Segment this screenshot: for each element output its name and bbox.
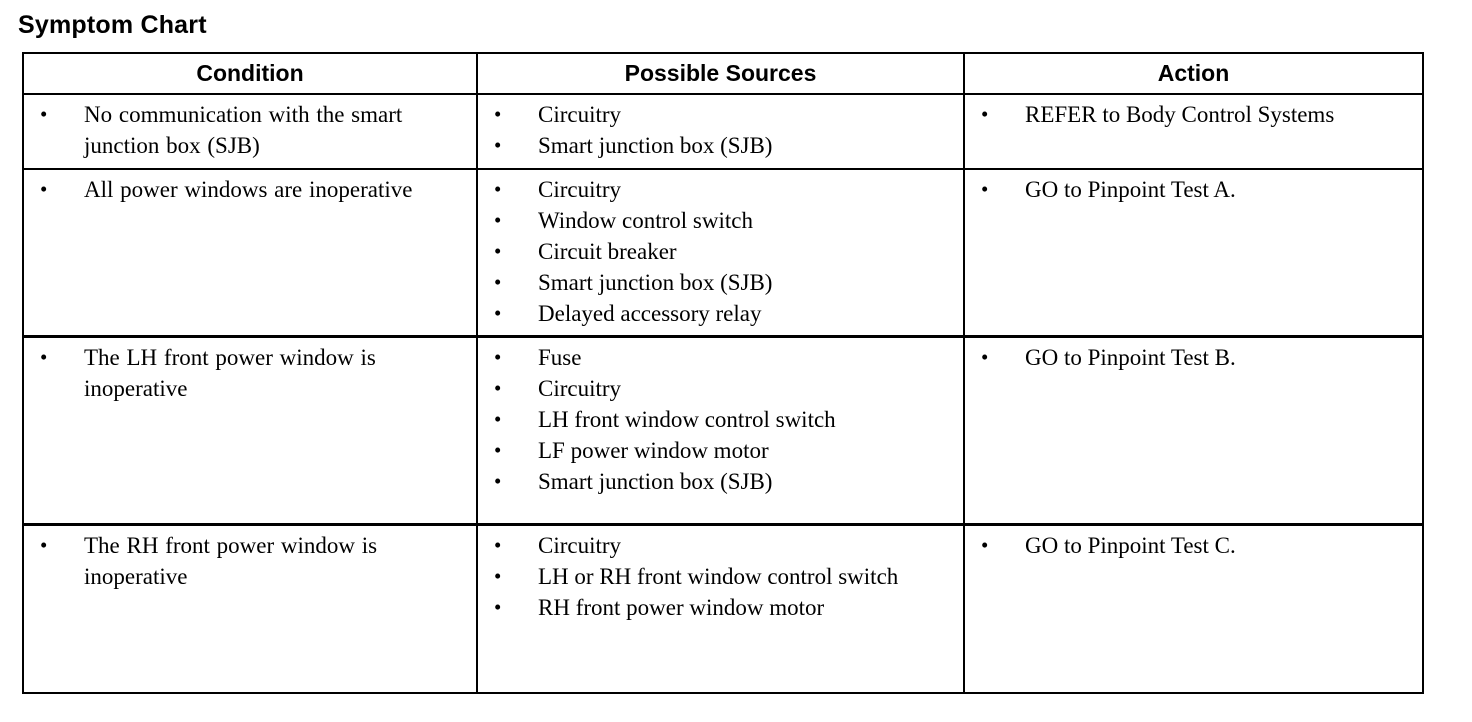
list-item: No communication with the smart junction…	[30, 99, 470, 161]
possible-sources-bullet-list: Circuitry Smart junction box (SJB)	[484, 99, 957, 161]
possible-sources-bullet-list: Circuitry LH or RH front window control …	[484, 530, 957, 623]
list-item: REFER to Body Control Systems	[971, 99, 1416, 130]
possible-sources-bullet-list: Fuse Circuitry LH front window control s…	[484, 342, 957, 497]
table-row: The RH front power window is inoperative…	[22, 523, 1424, 694]
column-header-action: Action	[963, 52, 1424, 95]
cell-possible-sources: Circuitry LH or RH front window control …	[476, 523, 965, 694]
list-item: RH front power window motor	[484, 592, 957, 623]
cell-action: REFER to Body Control Systems	[963, 93, 1424, 170]
list-item: GO to Pinpoint Test A.	[971, 174, 1416, 205]
list-item: Circuitry	[484, 373, 957, 404]
list-item: LH or RH front window control switch	[484, 561, 957, 592]
cell-possible-sources: Fuse Circuitry LH front window control s…	[476, 335, 965, 526]
table-body: No communication with the smart junction…	[22, 93, 1424, 694]
list-item: Circuit breaker	[484, 236, 957, 267]
table-row: The LH front power window is inoperative…	[22, 335, 1424, 526]
page-title: Symptom Chart	[18, 11, 207, 39]
list-item: GO to Pinpoint Test B.	[971, 342, 1416, 373]
condition-bullet-list: All power windows are inoperative	[30, 174, 470, 205]
cell-condition: The RH front power window is inoperative	[22, 523, 478, 694]
list-item: Fuse	[484, 342, 957, 373]
list-item: The RH front power window is inoperative	[30, 530, 470, 592]
cell-condition: All power windows are inoperative	[22, 168, 478, 338]
list-item: Window control switch	[484, 205, 957, 236]
table-row: No communication with the smart junction…	[22, 93, 1424, 170]
cell-possible-sources: Circuitry Smart junction box (SJB)	[476, 93, 965, 170]
list-item: Smart junction box (SJB)	[484, 267, 957, 298]
list-item: Circuitry	[484, 530, 957, 561]
cell-condition: The LH front power window is inoperative	[22, 335, 478, 526]
cell-action: GO to Pinpoint Test B.	[963, 335, 1424, 526]
column-header-possible-sources: Possible Sources	[476, 52, 965, 95]
list-item: GO to Pinpoint Test C.	[971, 530, 1416, 561]
list-item: The LH front power window is inoperative	[30, 342, 470, 404]
action-bullet-list: GO to Pinpoint Test C.	[971, 530, 1416, 561]
header-row: Condition Possible Sources Action	[22, 52, 1424, 95]
cell-action: GO to Pinpoint Test C.	[963, 523, 1424, 694]
list-item: All power windows are inoperative	[30, 174, 470, 205]
action-bullet-list: GO to Pinpoint Test A.	[971, 174, 1416, 205]
action-bullet-list: GO to Pinpoint Test B.	[971, 342, 1416, 373]
list-item: LF power window motor	[484, 435, 957, 466]
action-bullet-list: REFER to Body Control Systems	[971, 99, 1416, 130]
list-item: Smart junction box (SJB)	[484, 130, 957, 161]
table-row: All power windows are inoperative Circui…	[22, 168, 1424, 338]
possible-sources-bullet-list: Circuitry Window control switch Circuit …	[484, 174, 957, 329]
list-item: Circuitry	[484, 174, 957, 205]
table-header: Condition Possible Sources Action	[22, 52, 1424, 95]
condition-bullet-list: The LH front power window is inoperative	[30, 342, 470, 404]
symptom-chart-table: Condition Possible Sources Action No com…	[22, 52, 1424, 694]
list-item: Circuitry	[484, 99, 957, 130]
list-item: Smart junction box (SJB)	[484, 466, 957, 497]
cell-action: GO to Pinpoint Test A.	[963, 168, 1424, 338]
condition-bullet-list: No communication with the smart junction…	[30, 99, 470, 161]
cell-possible-sources: Circuitry Window control switch Circuit …	[476, 168, 965, 338]
list-item: Delayed accessory relay	[484, 298, 957, 329]
condition-bullet-list: The RH front power window is inoperative	[30, 530, 470, 592]
column-header-condition: Condition	[22, 52, 478, 95]
cell-condition: No communication with the smart junction…	[22, 93, 478, 170]
list-item: LH front window control switch	[484, 404, 957, 435]
